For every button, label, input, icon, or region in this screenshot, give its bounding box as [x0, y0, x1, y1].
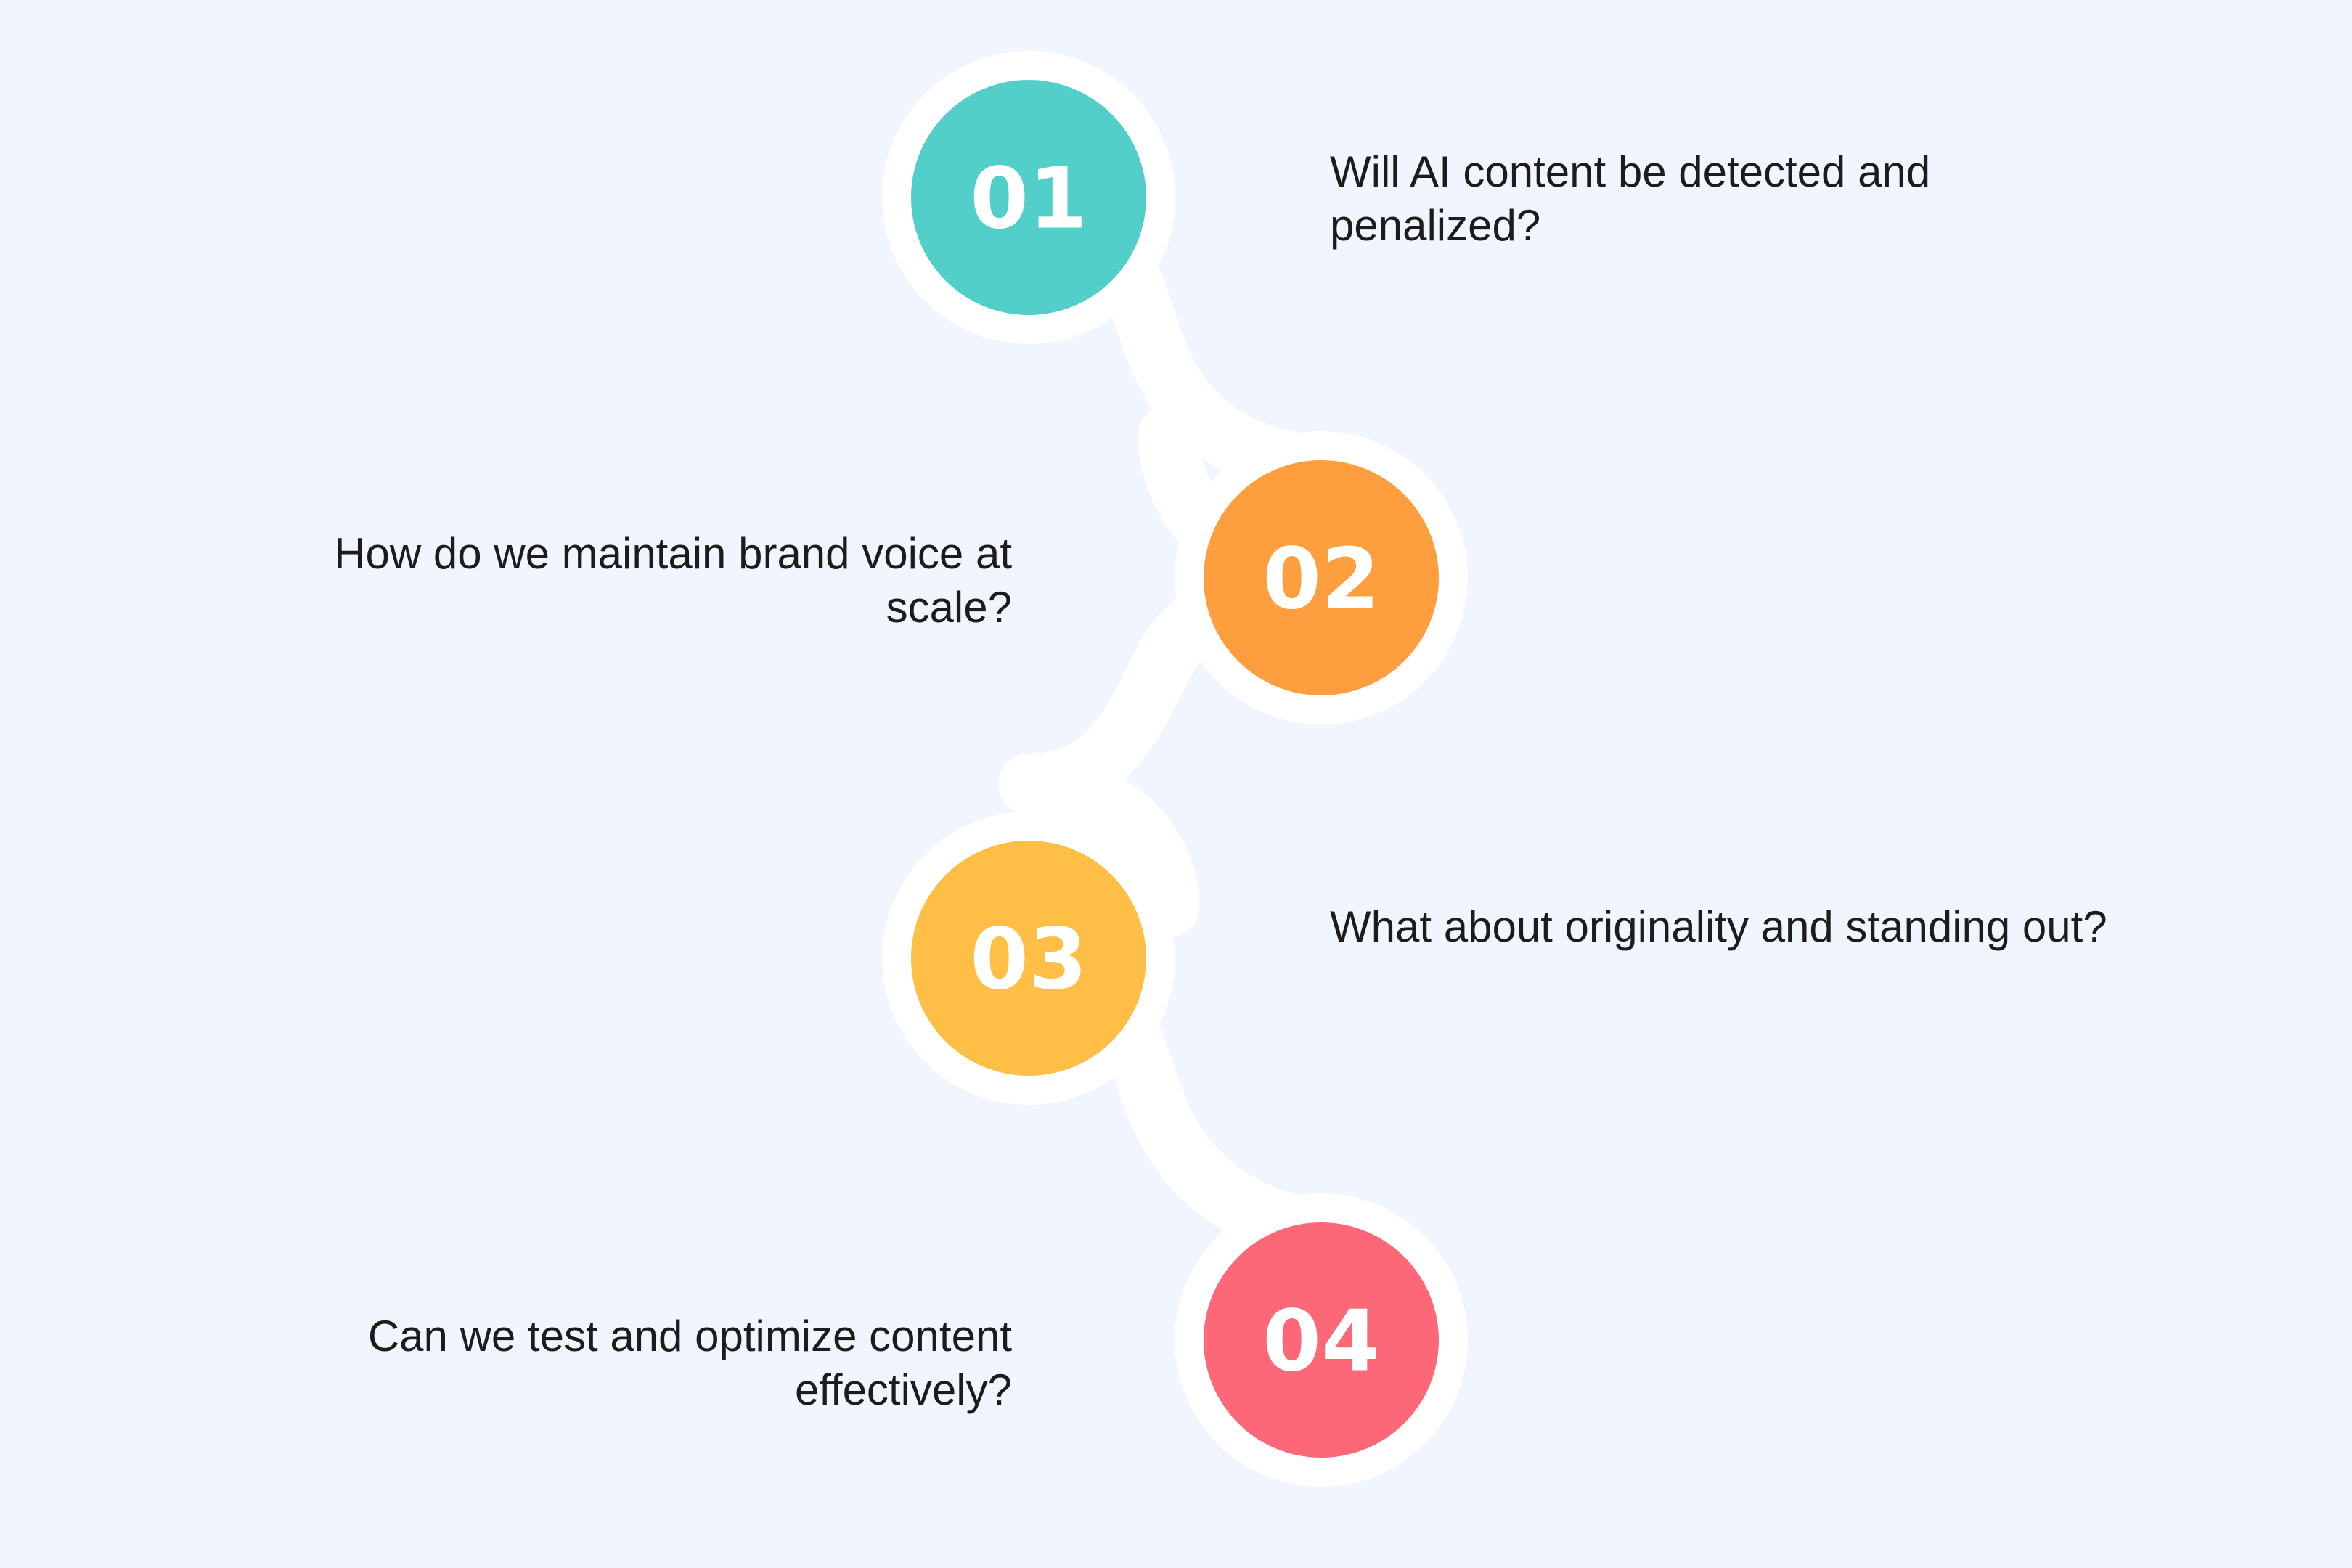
step-1-number: 01 — [970, 150, 1087, 248]
step-2-question: How do we maintain brand voice at scale? — [334, 529, 1012, 632]
step-3-question: What about originality and standing out? — [1330, 902, 2107, 951]
step-4-question: Can we test and optimize content effecti… — [367, 1312, 1012, 1414]
step-2-number: 02 — [1262, 531, 1379, 629]
step-1-question: Will AI content be detected and penalize… — [1330, 147, 1931, 250]
step-4-circle — [1204, 1222, 1439, 1458]
step-2-circle — [1204, 460, 1439, 695]
step-3-number: 03 — [970, 911, 1087, 1009]
step-4-number: 04 — [1262, 1293, 1379, 1391]
step-1-circle — [911, 80, 1146, 315]
step-3-circle — [911, 841, 1146, 1076]
